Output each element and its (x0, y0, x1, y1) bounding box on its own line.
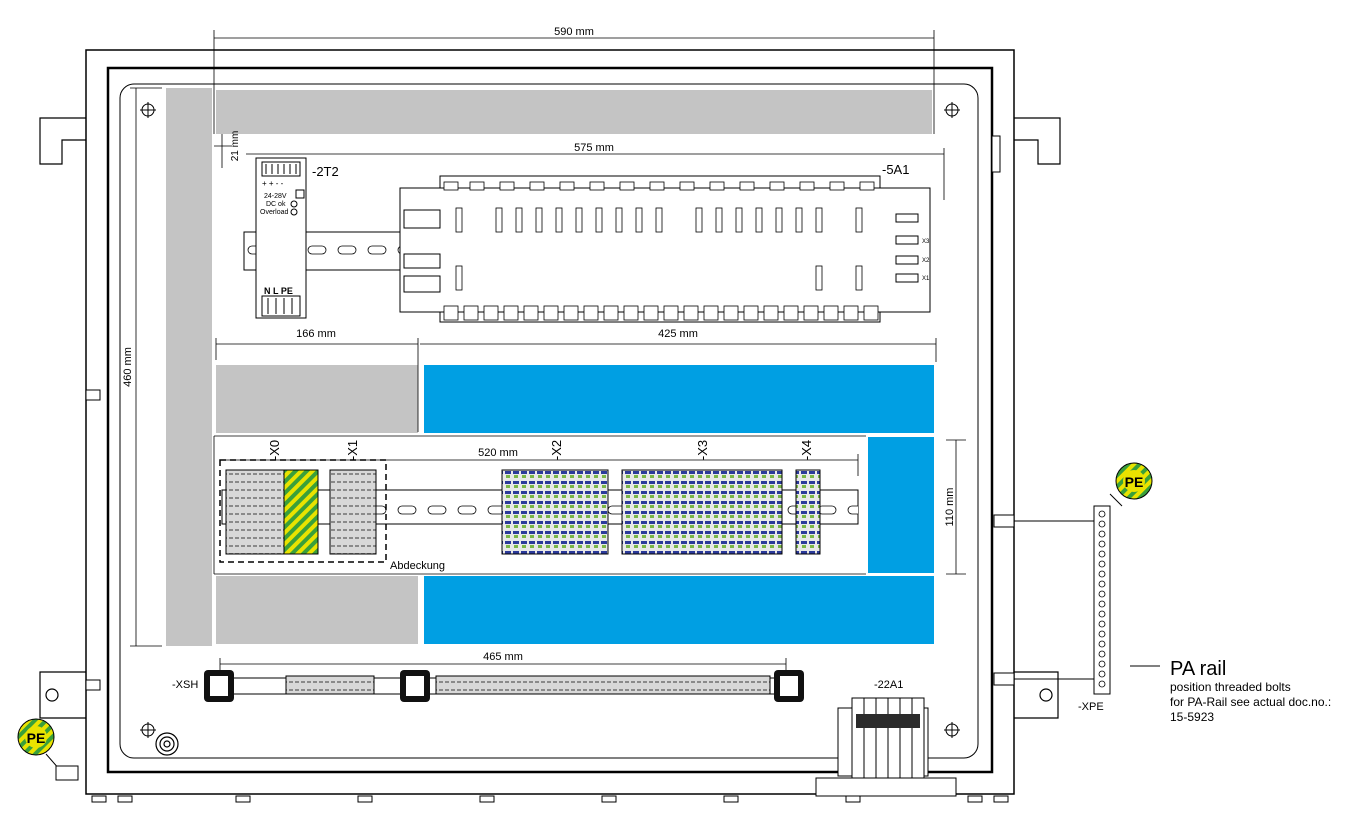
pe-symbol-right: PE (1109, 462, 1153, 507)
shield-bar (204, 670, 804, 702)
pa-rail-title: PA rail (1170, 658, 1226, 680)
terminal-x0 (225, 469, 285, 555)
plc-x1: X1 (922, 276, 930, 282)
label-5a1: -5A1 (882, 162, 909, 177)
plc-io-terminals (455, 207, 863, 291)
plc-top-connectors (443, 181, 875, 191)
dimension-lines (130, 30, 966, 676)
dim-520: 520 mm (478, 447, 518, 459)
hinge-left (85, 389, 101, 401)
duct-gray-mid-left (216, 365, 418, 433)
terminal-x3 (621, 469, 783, 555)
pa-rail (1014, 505, 1160, 695)
cover-outline (219, 459, 387, 563)
duct-left-vertical (166, 88, 212, 646)
stud-right-1 (993, 514, 1015, 528)
enclosure-feet (91, 795, 1009, 803)
plc-x2: X2 (922, 258, 930, 264)
pa-rail-line2: for PA-Rail see actual doc.no.: (1170, 695, 1331, 709)
psu-terminal-signs: + + - - (262, 179, 284, 188)
psu-dc-ok: DC ok (266, 201, 286, 208)
duct-blue-bottom (424, 576, 934, 644)
pe-label-left: PE (27, 730, 46, 746)
earth-bolt (155, 732, 179, 756)
din-rail-mid-slots (374, 496, 858, 518)
psu-voltage: 24-28V (264, 193, 287, 200)
bracket-bottom-right (1014, 671, 1059, 719)
terminal-x0-pe (283, 469, 319, 555)
label-2t2: -2T2 (312, 164, 339, 179)
hinge-right (991, 135, 1001, 173)
pe-label-right: PE (1125, 474, 1144, 490)
plc-x3: X3 (922, 239, 930, 245)
stud-left (85, 679, 101, 691)
duct-blue-mid (424, 365, 934, 433)
pa-rail-line1: position threaded bolts (1170, 680, 1291, 694)
bracket-top-right (1014, 117, 1061, 165)
bracket-bottom-left (39, 671, 86, 719)
label-x0: -X0 (267, 440, 282, 460)
duct-top (216, 90, 932, 134)
stud-right-2 (993, 672, 1015, 686)
label-x2: -X2 (549, 440, 564, 460)
dim-575: 575 mm (574, 142, 614, 154)
psu-nlpe: N L PE (264, 286, 293, 296)
terminal-x1 (329, 469, 377, 555)
dim-590: 590 mm (554, 26, 594, 38)
dim-425: 425 mm (658, 328, 698, 340)
screw-holes (140, 102, 960, 738)
plc-bottom-connectors (443, 305, 879, 321)
psu-overload: Overload (260, 209, 289, 216)
pe-symbol-left: PE (17, 718, 79, 781)
dim-166: 166 mm (296, 328, 336, 340)
power-supply (255, 157, 307, 319)
label-x3: -X3 (695, 440, 710, 460)
pa-rail-line3: 15-5923 (1170, 710, 1214, 724)
label-cover: Abdeckung (390, 560, 445, 572)
dim-110: 110 mm (944, 488, 956, 527)
label-xpe: -XPE (1078, 701, 1104, 713)
duct-blue-right (868, 437, 934, 573)
label-xsh: -XSH (172, 679, 198, 691)
dim-465: 465 mm (483, 651, 523, 663)
terminal-x4 (795, 469, 821, 555)
dim-21: 21 mm (230, 131, 241, 162)
terminal-x2 (501, 469, 609, 555)
breaker-22a1 (815, 697, 957, 797)
label-x4: -X4 (799, 440, 814, 460)
dim-460: 460 mm (122, 347, 134, 387)
label-22a1: -22A1 (874, 679, 903, 691)
bracket-top-left (39, 117, 86, 165)
plc-module (399, 175, 931, 323)
duct-gray-bottom-left (216, 576, 418, 644)
label-x1: -X1 (345, 440, 360, 460)
